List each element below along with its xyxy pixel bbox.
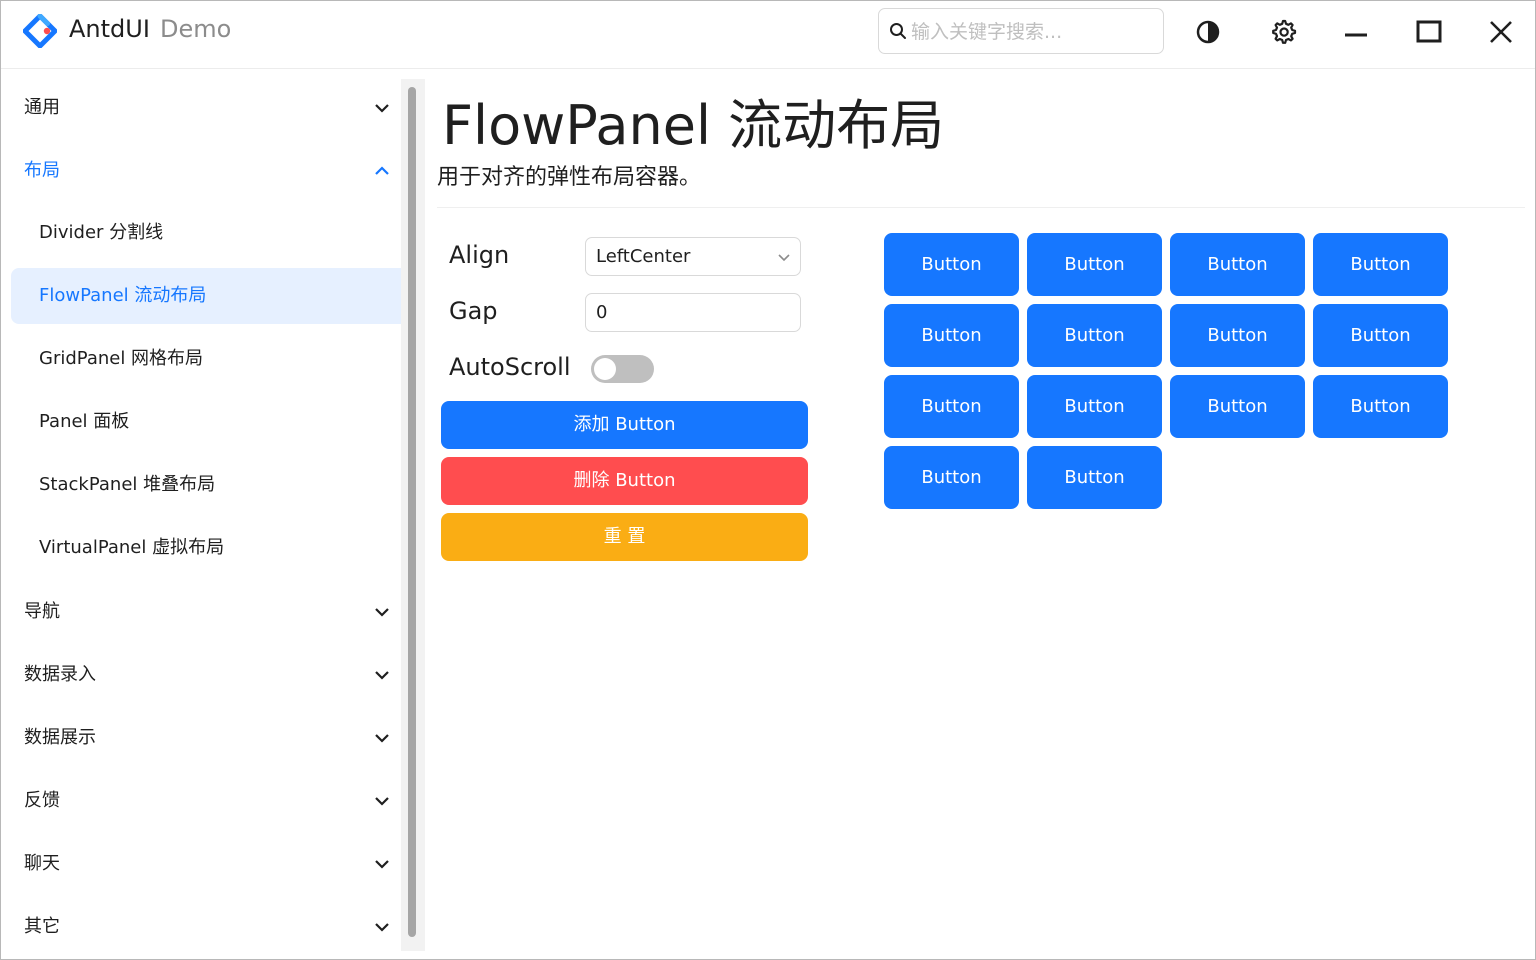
sidebar-item-flowpanel[interactable]: FlowPanel 流动布局 [11,268,425,324]
chevron-up-icon [375,166,389,175]
align-select[interactable]: LeftCenter [585,237,801,276]
flow-button[interactable]: Button [1027,304,1162,367]
delete-button[interactable]: 删除 Button [441,457,808,505]
menu-group-data-display[interactable]: 数据展示 [1,706,401,769]
flow-button[interactable]: Button [1313,304,1448,367]
maximize-icon[interactable] [1412,15,1446,49]
menu-group-general[interactable]: 通用 [1,76,401,139]
menu-group-label: 导航 [24,601,60,622]
menu-item-label: StackPanel 堆叠布局 [39,474,216,495]
menu-group-label: 聊天 [24,853,60,874]
reset-button[interactable]: 重 置 [441,513,808,561]
switch-knob [594,358,616,380]
chevron-down-icon [375,797,389,806]
antd-logo-icon [23,14,57,48]
chevron-down-icon [375,608,389,617]
close-icon[interactable] [1484,15,1518,49]
chevron-down-icon [375,104,389,113]
menu-item-label: FlowPanel 流动布局 [39,285,207,306]
add-button[interactable]: 添加 Button [441,401,808,449]
flow-button[interactable]: Button [1027,375,1162,438]
chevron-down-icon [375,671,389,680]
menu-item-label: Panel 面板 [39,411,130,432]
menu-group-label: 其它 [24,916,60,937]
flow-button[interactable]: Button [884,375,1019,438]
gap-label: Gap [449,297,498,325]
menu-group-data-entry[interactable]: 数据录入 [1,643,401,706]
menu-item-label: GridPanel 网格布局 [39,348,204,369]
align-label: Align [449,241,510,269]
search-input[interactable] [911,17,1155,47]
menu-group-layout[interactable]: 布局 [1,139,401,202]
flow-button[interactable]: Button [1170,304,1305,367]
app-title: AntdUI [69,15,150,43]
sidebar-item-stackpanel[interactable]: StackPanel 堆叠布局 [11,457,425,513]
chevron-down-icon [778,254,790,262]
sidebar-menu: 通用 布局 Divider 分割线 FlowPanel 流动布局 GridPan… [1,70,425,959]
app-subtitle: Demo [160,15,232,43]
menu-group-label: 布局 [24,160,60,181]
flow-button[interactable]: Button [1170,375,1305,438]
gear-icon[interactable] [1266,15,1300,49]
menu-group-label: 通用 [24,97,60,118]
flow-button[interactable]: Button [884,446,1019,509]
flow-button[interactable]: Button [1313,233,1448,296]
sidebar-item-gridpanel[interactable]: GridPanel 网格布局 [11,331,425,387]
page-description: 用于对齐的弹性布局容器。 [437,165,702,190]
title-bar: AntdUI Demo [1,1,1535,69]
menu-item-label: VirtualPanel 虚拟布局 [39,537,225,558]
menu-group-label: 反馈 [24,790,60,811]
menu-group-label: 数据展示 [24,727,96,748]
theme-toggle-icon[interactable] [1191,15,1225,49]
sidebar-scrollbar-thumb[interactable] [408,87,416,937]
flow-button[interactable]: Button [1170,233,1305,296]
sidebar-item-divider[interactable]: Divider 分割线 [11,205,425,261]
chevron-down-icon [375,923,389,932]
align-select-value: LeftCenter [596,246,691,267]
header-divider [437,207,1525,208]
autoscroll-label: AutoScroll [449,353,571,381]
flow-button[interactable]: Button [1313,375,1448,438]
autoscroll-switch[interactable] [591,355,654,383]
menu-group-other[interactable]: 其它 [1,895,401,958]
flow-button[interactable]: Button [1027,446,1162,509]
minimize-icon[interactable] [1339,15,1373,49]
menu-group-chat[interactable]: 聊天 [1,832,401,895]
flow-button[interactable]: Button [884,233,1019,296]
menu-item-label: Divider 分割线 [39,222,164,243]
chevron-down-icon [375,734,389,743]
chevron-down-icon [375,860,389,869]
menu-group-label: 数据录入 [24,664,96,685]
page-title: FlowPanel 流动布局 [442,94,945,157]
flow-button[interactable]: Button [884,304,1019,367]
sidebar-item-panel[interactable]: Panel 面板 [11,394,425,450]
gap-input[interactable] [585,293,801,332]
search-icon [890,23,906,39]
search-box[interactable] [878,8,1164,54]
menu-group-feedback[interactable]: 反馈 [1,769,401,832]
menu-group-navigation[interactable]: 导航 [1,580,401,643]
flow-button[interactable]: Button [1027,233,1162,296]
sidebar-item-virtualpanel[interactable]: VirtualPanel 虚拟布局 [11,520,425,576]
